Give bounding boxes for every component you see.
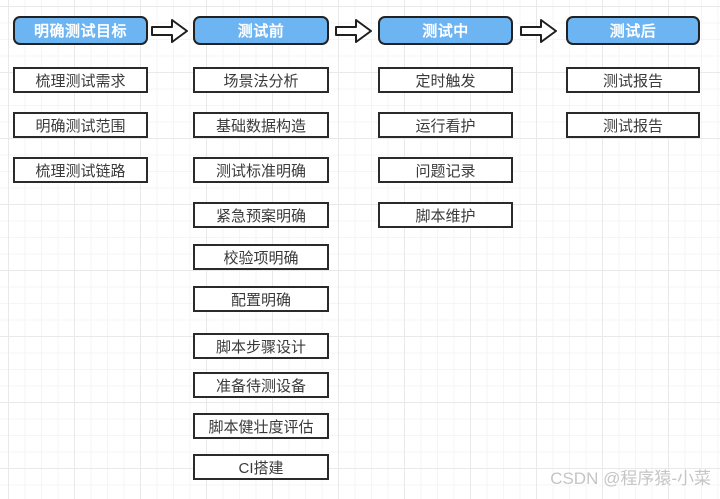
task-box: 测试报告 (566, 67, 700, 93)
task-box: 基础数据构造 (193, 112, 329, 138)
task-box: 脚本健壮度评估 (193, 413, 329, 439)
task-box: 测试标准明确 (193, 157, 329, 183)
csdn-watermark: CSDN @程序猿-小菜 (550, 469, 711, 488)
stage-column-test-goals: 明确测试目标 梳理测试需求 明确测试范围 梳理测试链路 (13, 0, 148, 499)
task-box: 场景法分析 (193, 67, 329, 93)
task-box: 梳理测试需求 (13, 67, 148, 93)
stage-header-post-test: 测试后 (566, 16, 700, 45)
stage-column-pre-test: 测试前 场景法分析 基础数据构造 测试标准明确 紧急预案明确 校验项明确 配置明… (193, 0, 329, 499)
task-box: 脚本步骤设计 (193, 333, 329, 359)
stage-header-pre-test: 测试前 (193, 16, 329, 45)
task-box: 脚本维护 (378, 202, 513, 228)
task-box: 紧急预案明确 (193, 202, 329, 228)
task-box: 测试报告 (566, 112, 700, 138)
task-box: 校验项明确 (193, 244, 329, 270)
task-box: 问题记录 (378, 157, 513, 183)
stage-header-test-goals: 明确测试目标 (13, 16, 148, 45)
task-box: 明确测试范围 (13, 112, 148, 138)
stage-column-post-test: 测试后 测试报告 测试报告 (566, 0, 700, 499)
task-box: 准备待测设备 (193, 372, 329, 398)
stage-header-in-test: 测试中 (378, 16, 513, 45)
right-arrow-icon (335, 19, 372, 43)
task-box: 梳理测试链路 (13, 157, 148, 183)
task-box: 定时触发 (378, 67, 513, 93)
task-box: 运行看护 (378, 112, 513, 138)
right-arrow-icon (520, 19, 557, 43)
right-arrow-icon (151, 19, 188, 43)
stage-column-in-test: 测试中 定时触发 运行看护 问题记录 脚本维护 (378, 0, 513, 499)
task-box: 配置明确 (193, 286, 329, 312)
task-box: CI搭建 (193, 454, 329, 480)
